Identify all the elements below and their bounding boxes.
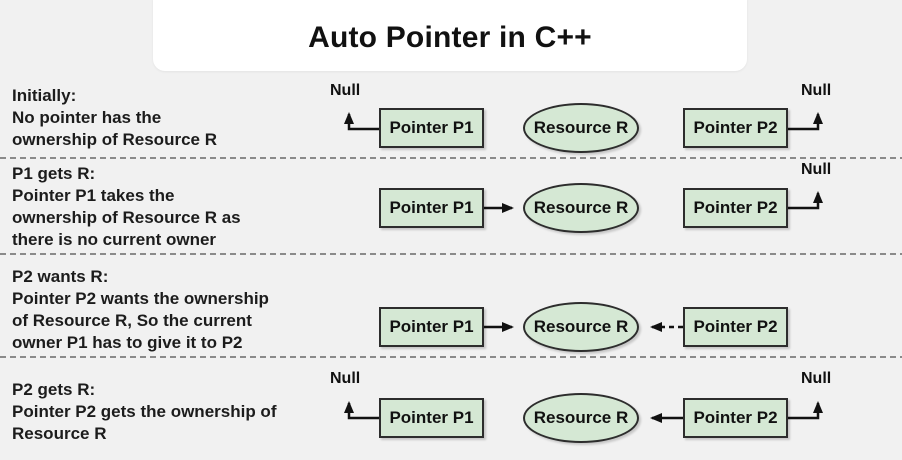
row1-pointer-p1-node: Pointer P1: [379, 108, 484, 148]
row3-pointer-p1-node: Pointer P1: [379, 307, 484, 347]
row1-p2-to-null-arrow: [788, 112, 823, 131]
row2-right-null-label: Null: [801, 161, 832, 178]
row1-pointer-p2-node: Pointer P2: [683, 108, 788, 148]
row4-pointer-p2-node: Pointer P2: [683, 398, 788, 438]
row2-p2-to-null-arrow: [788, 191, 823, 210]
row1-caption: Initially: No pointer has the ownership …: [12, 86, 217, 149]
row2-pointer-p2-node: Pointer P2: [683, 188, 788, 228]
row4-caption: P2 gets R: Pointer P2 gets the ownership…: [12, 380, 277, 443]
row4-p2-to-null-arrow: [788, 401, 823, 420]
page-title: Auto Pointer in C++: [308, 21, 592, 54]
row4-p1-to-null-arrow: [344, 401, 379, 420]
row1-right-null-label: Null: [801, 82, 832, 99]
row1-left-null-label: Null: [330, 82, 361, 99]
row4-pointer-p1-node: Pointer P1: [379, 398, 484, 438]
row1-resource-r-node: Resource R: [523, 103, 639, 153]
row3-resource-r-node: Resource R: [523, 302, 639, 352]
row4-left-null-label: Null: [330, 370, 361, 387]
row3-caption: P2 wants R: Pointer P2 wants the ownersh…: [12, 267, 269, 352]
row2-resource-r-node: Resource R: [523, 183, 639, 233]
row3-pointer-p2-node: Pointer P2: [683, 307, 788, 347]
row4-right-null-label: Null: [801, 370, 832, 387]
title-box: Auto Pointer in C++: [153, 0, 747, 71]
row1-p1-to-null-arrow: [344, 112, 379, 131]
row2-caption: P1 gets R: Pointer P1 takes the ownershi…: [12, 164, 241, 249]
row4-resource-r-node: Resource R: [523, 393, 639, 443]
row2-pointer-p1-node: Pointer P1: [379, 188, 484, 228]
